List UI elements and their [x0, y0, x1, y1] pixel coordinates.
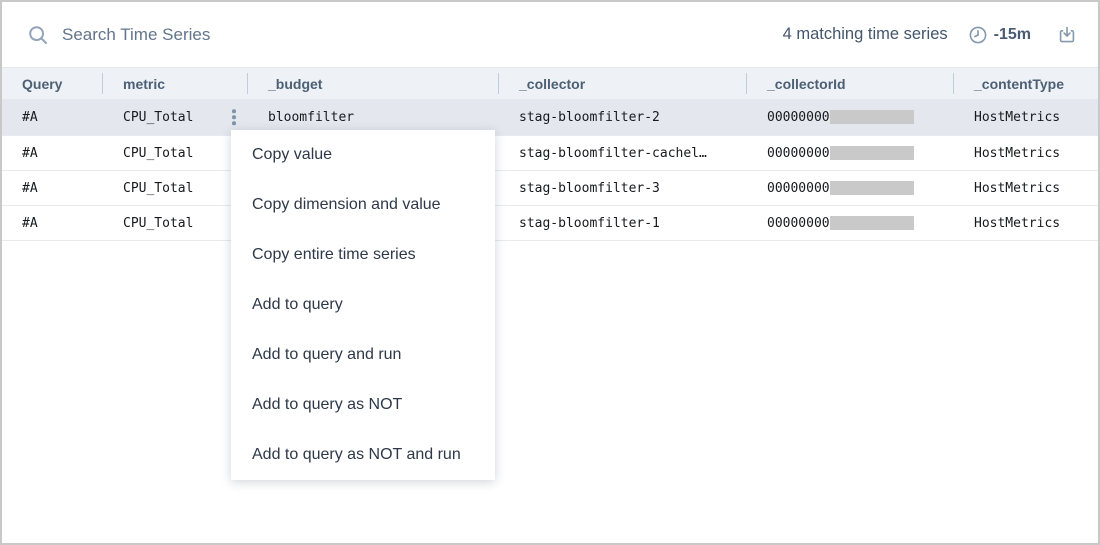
table-row[interactable]: #A CPU_Total bloomfilter stag-bloomfilte… — [2, 99, 1098, 136]
column-header-content-type: _contentType — [974, 75, 1064, 92]
menu-item-copy-value[interactable]: Copy value — [252, 146, 333, 163]
kebab-menu-icon[interactable] — [230, 107, 238, 127]
search-input[interactable] — [60, 23, 783, 46]
cell-metric: CPU_Total — [123, 180, 194, 196]
cell-collector: stag-bloomfilter-1 — [519, 215, 660, 231]
cell-metric: CPU_Total — [123, 215, 194, 231]
cell-collector-id: 000000000 — [747, 215, 954, 231]
cell-collector-id: 000000000 — [747, 109, 954, 125]
matching-count-label: 4 matching time series — [782, 25, 948, 43]
cell-query: #A — [22, 180, 38, 196]
column-header-budget: _budget — [248, 68, 499, 99]
toolbar: 4 matching time series -15m — [2, 2, 1098, 68]
redacted-value — [830, 215, 915, 230]
table-row[interactable]: #A CPU_Total stag-bloomfilter-cachel… 00… — [2, 136, 1098, 171]
cell-collector: stag-bloomfilter-cachel… — [519, 145, 707, 161]
cell-content-type: HostMetrics — [974, 109, 1061, 125]
search-icon — [28, 25, 48, 45]
cell-collector-id: 000000000 — [747, 180, 954, 196]
menu-item-copy-entire-time-series[interactable]: Copy entire time series — [252, 246, 416, 263]
cell-query: #A — [22, 145, 38, 161]
cell-content-type: HostMetrics — [974, 215, 1061, 231]
redacted-value — [830, 145, 915, 160]
cell-content-type: HostMetrics — [974, 145, 1061, 161]
menu-item-add-to-query[interactable]: Add to query — [252, 296, 343, 313]
cell-collector: stag-bloomfilter-3 — [519, 180, 660, 196]
column-header-collector-id: _collectorId — [747, 68, 954, 99]
download-button[interactable] — [1055, 23, 1079, 47]
cell-collector: stag-bloomfilter-2 — [519, 109, 660, 125]
column-header-query: Query — [2, 68, 103, 99]
cell-query: #A — [22, 109, 38, 125]
cell-content-type: HostMetrics — [974, 180, 1061, 196]
menu-item-add-to-query-and-run[interactable]: Add to query and run — [252, 346, 402, 363]
cell-metric: CPU_Total — [123, 109, 194, 125]
menu-item-copy-dimension-value[interactable]: Copy dimension and value — [252, 196, 441, 213]
redacted-value — [830, 180, 915, 195]
time-range-label: -15m — [993, 25, 1031, 43]
context-menu: Copy value Copy dimension and value Copy… — [231, 130, 495, 480]
toolbar-right: 4 matching time series -15m — [783, 23, 1084, 47]
time-range-control[interactable]: -15m — [969, 26, 1031, 44]
cell-collector-id: 000000000 — [747, 145, 954, 161]
menu-item-add-to-query-as-not[interactable]: Add to query as NOT — [252, 396, 403, 413]
cell-metric: CPU_Total — [123, 145, 194, 161]
cell-query: #A — [22, 215, 38, 231]
clock-icon — [969, 26, 987, 44]
table-body: #A CPU_Total bloomfilter stag-bloomfilte… — [2, 99, 1098, 241]
download-icon — [1057, 25, 1077, 45]
table-row[interactable]: #A CPU_Total stag-bloomfilter-3 00000000… — [2, 171, 1098, 206]
table-row[interactable]: #A CPU_Total stag-bloomfilter-1 00000000… — [2, 206, 1098, 241]
table-header-row: Query metric _budget _collector _collect… — [2, 68, 1098, 99]
cell-budget: bloomfilter — [268, 109, 355, 125]
redacted-value — [830, 109, 915, 124]
menu-item-add-to-query-as-not-and-run[interactable]: Add to query as NOT and run — [252, 446, 461, 463]
column-header-collector: _collector — [499, 68, 747, 99]
column-header-metric: metric — [103, 68, 248, 99]
